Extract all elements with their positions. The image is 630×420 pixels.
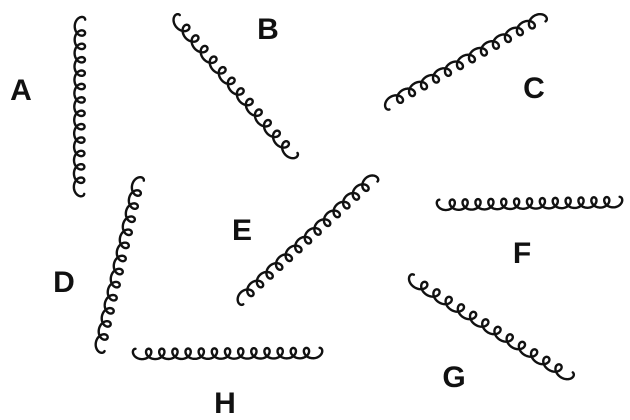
label-g: G <box>442 361 466 394</box>
label-b: B <box>257 13 279 46</box>
spring-c <box>383 12 549 111</box>
spring-d <box>94 176 146 355</box>
label-h: H <box>214 387 236 420</box>
label-f: F <box>512 237 532 270</box>
label-a: A <box>10 74 32 107</box>
label-d: D <box>53 266 75 299</box>
label-c: C <box>523 72 545 105</box>
spring-f <box>435 195 624 212</box>
spring-h <box>131 346 324 361</box>
spring-a <box>72 15 87 198</box>
label-e: E <box>231 214 253 247</box>
spring-b <box>172 12 300 160</box>
spring-g <box>407 273 576 381</box>
spring-e <box>236 174 380 307</box>
